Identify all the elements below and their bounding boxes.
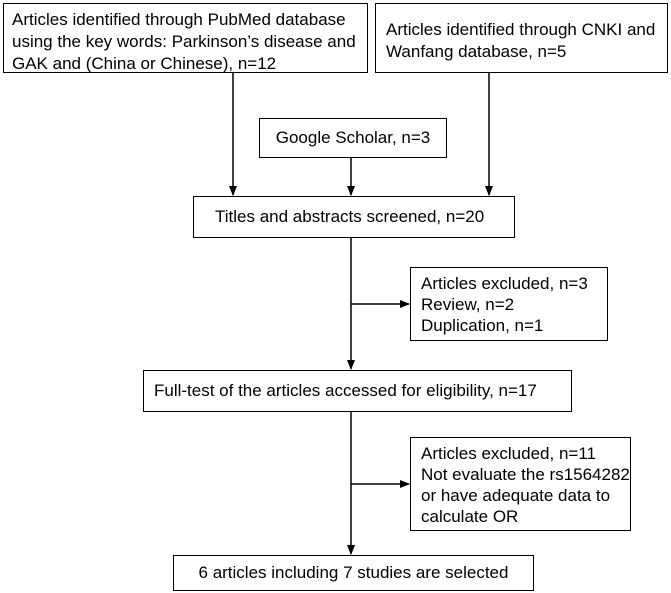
fulltext-line: Full-test of the articles accessed for e…	[154, 381, 537, 400]
cnki-line-2: Wanfang database, n=5	[386, 42, 567, 61]
excluded-2-line-3: or have adequate data to	[421, 486, 611, 505]
google-scholar-box: Google Scholar, n=3	[259, 118, 447, 158]
excluded-box-1: Articles excluded, n=3 Review, n=2 Dupli…	[410, 267, 608, 341]
pubmed-line-1: Articles identified through PubMed datab…	[12, 10, 346, 29]
pubmed-line-2: using the key words: Parkinson’s disease…	[12, 32, 356, 51]
cnki-line-1: Articles identified through CNKI and	[386, 20, 656, 39]
google-scholar-line: Google Scholar, n=3	[275, 128, 431, 147]
selected-box: 6 articles including 7 studies are selec…	[173, 555, 534, 591]
pubmed-box: Articles identified through PubMed datab…	[3, 3, 368, 73]
excluded-1-line-1: Articles excluded, n=3	[421, 274, 588, 293]
excluded-2-line-4: calculate OR	[421, 507, 519, 526]
excluded-2-line-2: Not evaluate the rs1564282	[421, 465, 630, 484]
screened-line: Titles and abstracts screened, n=20	[215, 207, 485, 226]
cnki-box: Articles identified through CNKI and Wan…	[375, 3, 668, 73]
pubmed-line-3: GAK and (China or Chinese), n=12	[12, 54, 277, 73]
selected-line: 6 articles including 7 studies are selec…	[198, 563, 509, 582]
excluded-2-line-1: Articles excluded, n=11	[421, 444, 596, 463]
excluded-1-line-2: Review, n=2	[421, 295, 515, 314]
screened-box: Titles and abstracts screened, n=20	[193, 196, 515, 238]
fulltext-box: Full-test of the articles accessed for e…	[143, 370, 572, 412]
excluded-box-2: Articles excluded, n=11 Not evaluate the…	[410, 437, 631, 531]
excluded-1-line-3: Duplication, n=1	[421, 316, 544, 335]
